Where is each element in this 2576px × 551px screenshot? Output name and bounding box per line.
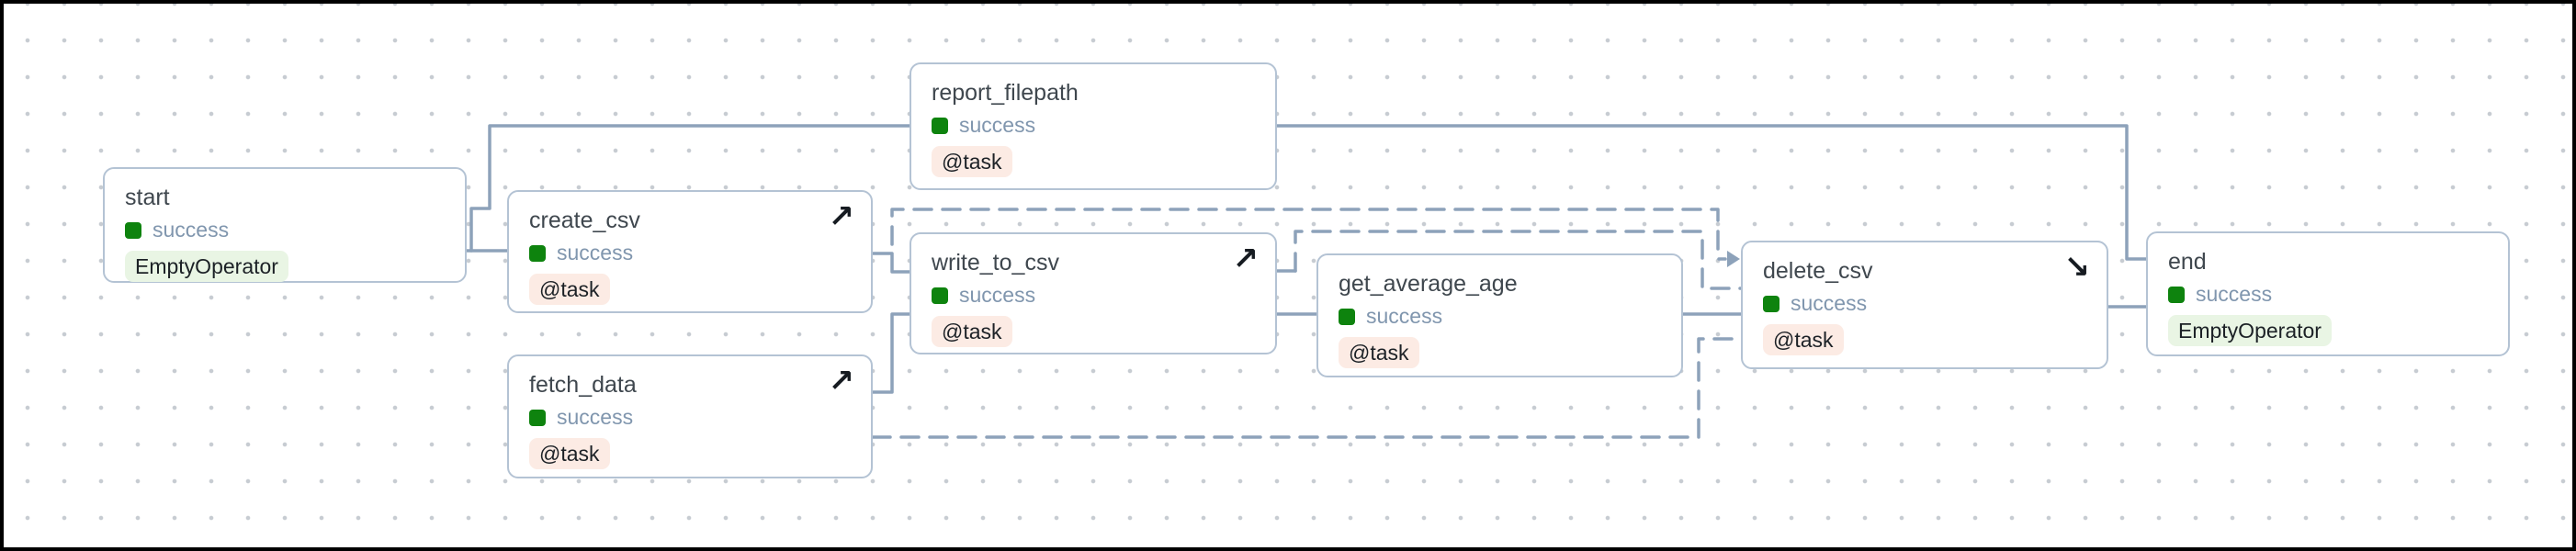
edge-arrowhead-icon — [1727, 251, 1740, 267]
task-status-label: success — [1791, 291, 1868, 316]
task-name: start — [125, 185, 170, 210]
success-status-icon — [1339, 308, 1355, 325]
task-status-label: success — [557, 405, 634, 430]
teardown-arrow-icon: ↘ — [2063, 250, 2091, 285]
success-status-icon — [529, 244, 546, 262]
setup-arrow-icon: ↗ — [1232, 242, 1260, 276]
task-status-row: success — [1763, 291, 2086, 316]
task-status-label: success — [959, 283, 1036, 308]
task-status-label: success — [959, 113, 1036, 138]
edge-report_filepath-end — [1275, 124, 2148, 261]
task-name: delete_csv — [1763, 258, 1873, 284]
node-get-average-age[interactable]: get_average_age success @task — [1316, 253, 1683, 377]
task-name: get_average_age — [1339, 271, 1518, 297]
task-decorator-badge: @task — [932, 315, 1012, 347]
success-status-icon — [2168, 286, 2185, 303]
node-write-to-csv[interactable]: ↗ write_to_csv success @task — [910, 232, 1277, 354]
task-status-row: success — [932, 283, 1255, 308]
success-status-icon — [125, 221, 141, 239]
success-status-icon — [1763, 295, 1779, 312]
task-status-row: success — [2168, 282, 2488, 307]
success-status-icon — [932, 287, 948, 304]
task-status-label: success — [153, 218, 230, 242]
task-status-row: success — [529, 405, 851, 430]
task-status-row: success — [125, 218, 445, 242]
node-delete-csv[interactable]: ↘ delete_csv success @task — [1741, 241, 2108, 369]
node-create-csv[interactable]: ↗ create_csv success @task — [507, 190, 873, 313]
task-name: report_filepath — [932, 80, 1079, 106]
task-name: create_csv — [529, 208, 640, 233]
setup-arrow-icon: ↗ — [828, 199, 855, 234]
task-decorator-badge: @task — [932, 145, 1012, 177]
task-name: fetch_data — [529, 372, 637, 398]
node-start[interactable]: start success EmptyOperator — [103, 167, 467, 283]
task-status-row: success — [529, 241, 851, 265]
setup-arrow-icon: ↗ — [828, 364, 855, 399]
edge-fetch_data-write_to_csv — [871, 312, 911, 394]
task-decorator-badge: @task — [529, 437, 610, 469]
task-decorator-badge: @task — [1763, 323, 1844, 355]
node-end[interactable]: end success EmptyOperator — [2146, 231, 2510, 356]
task-name: end — [2168, 249, 2207, 275]
node-fetch-data[interactable]: ↗ fetch_data success @task — [507, 354, 873, 478]
task-status-row: success — [932, 113, 1255, 138]
task-status-label: success — [2196, 282, 2273, 307]
task-name: write_to_csv — [932, 250, 1059, 276]
task-status-label: success — [1366, 304, 1443, 329]
operator-badge: EmptyOperator — [125, 250, 288, 282]
task-decorator-badge: @task — [1339, 336, 1419, 368]
task-status-row: success — [1339, 304, 1661, 329]
success-status-icon — [529, 409, 546, 426]
operator-badge: EmptyOperator — [2168, 314, 2332, 346]
node-report-filepath[interactable]: report_filepath success @task — [910, 62, 1277, 190]
success-status-icon — [932, 117, 948, 134]
edge-create_csv-write_to_csv — [871, 252, 911, 274]
task-status-label: success — [557, 241, 634, 265]
task-decorator-badge: @task — [529, 273, 610, 305]
